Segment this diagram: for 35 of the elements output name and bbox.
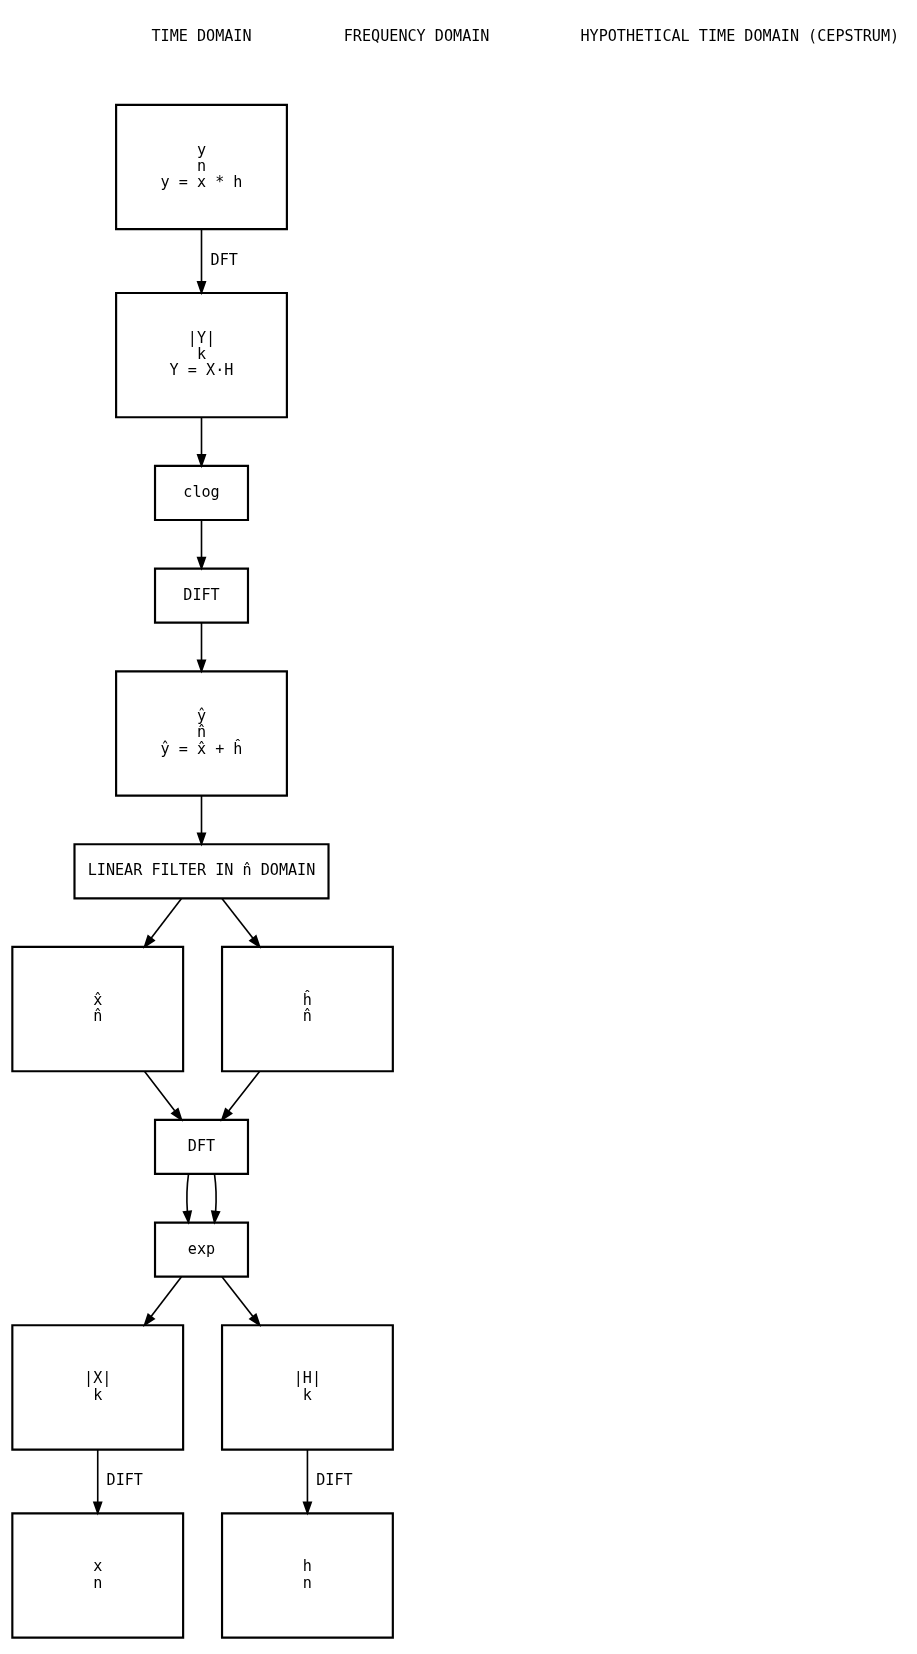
arrow [143, 1069, 183, 1122]
edge-label: DIFT [106, 1470, 143, 1489]
node-box: exp [153, 1221, 250, 1278]
node-box: x̂ n̂ [11, 945, 185, 1072]
arrow [302, 1448, 313, 1516]
edge-label: DFT [210, 250, 238, 269]
arrow [196, 519, 207, 571]
arrow [196, 228, 207, 295]
arrow [196, 794, 207, 846]
node-box: |H| k [220, 1323, 394, 1451]
arrow [143, 897, 183, 949]
label: FREQUENCY DOMAIN [343, 26, 490, 45]
node-box: x n [11, 1511, 185, 1639]
node-box: |X| k [11, 1323, 185, 1451]
arrow [220, 1069, 261, 1122]
node-box: y n y = x * h [115, 103, 288, 230]
arrow [143, 1275, 183, 1327]
node-box: DFT [153, 1118, 250, 1175]
node-box: ĥ n̂ [220, 945, 394, 1072]
node-box: ŷ n̂ ŷ = x̂ + ĥ [115, 669, 288, 797]
arrow [221, 1275, 262, 1327]
node-box: DIFT [153, 567, 250, 624]
node-box: |Y| k Y = X·H [115, 291, 288, 418]
node-box: h n [220, 1511, 394, 1639]
arrow [221, 897, 262, 949]
label: TIME DOMAIN [151, 26, 252, 45]
arrow [92, 1448, 103, 1516]
node-box: LINEAR FILTER IN n̂ DOMAIN [73, 842, 330, 899]
arrow [196, 416, 207, 468]
arrow [182, 1173, 193, 1225]
arrow [196, 621, 207, 674]
node-box: clog [153, 464, 250, 521]
edge-label: DIFT [316, 1470, 353, 1489]
arrow [210, 1173, 221, 1225]
label: HYPOTHETICAL TIME DOMAIN (CEPSTRUM) [580, 26, 900, 45]
